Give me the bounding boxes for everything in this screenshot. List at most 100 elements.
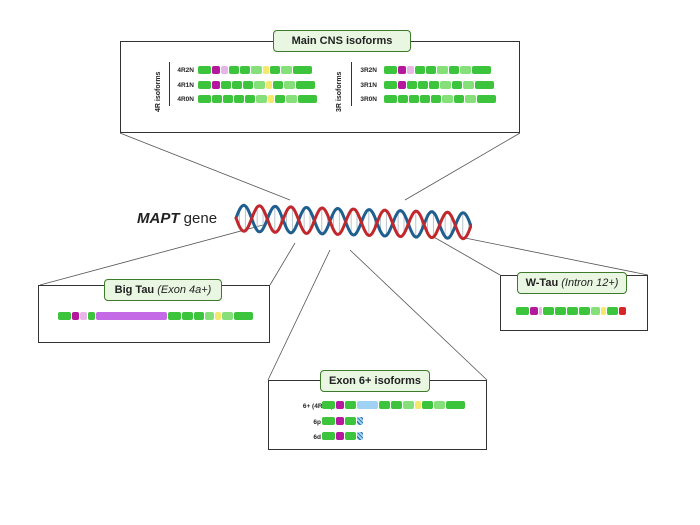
exon-segment (567, 307, 578, 315)
exon-segment (619, 307, 626, 315)
connector-main-right (404, 132, 521, 201)
exon-segment (418, 81, 428, 89)
exon-segment (234, 95, 244, 103)
exon-segment (205, 312, 214, 320)
exon-segment (403, 401, 414, 409)
exon-segment (322, 417, 335, 425)
exon-segment (268, 95, 274, 103)
group-label-4r: 4R isoforms (155, 71, 162, 112)
exon-segment (440, 81, 451, 89)
exon-segment (465, 95, 476, 103)
exon-segment (212, 66, 220, 74)
exon-segment (477, 95, 496, 103)
exon-segment (357, 401, 378, 409)
exon-segment (460, 66, 471, 74)
exon-segment (58, 312, 71, 320)
exon-segment (194, 312, 204, 320)
exon-segment (449, 66, 459, 74)
exon-segment (345, 417, 356, 425)
exon-segment (472, 66, 491, 74)
exon-segment (407, 81, 417, 89)
connector-exon6-right (349, 249, 488, 381)
exon-segment (391, 401, 402, 409)
exon-segment (234, 312, 253, 320)
connector-main-left (119, 132, 291, 201)
exon-segment (431, 95, 441, 103)
exon-segment (256, 95, 267, 103)
isoform-label-4r0n: 4R0N (177, 96, 194, 103)
connector-wtau-left (431, 235, 501, 276)
exon-segment (442, 95, 453, 103)
exon-segment (221, 66, 228, 74)
connector-wtau-right (464, 237, 649, 276)
exon-segment (275, 95, 285, 103)
dna-strand-red (234, 204, 472, 241)
exon-segment (530, 307, 538, 315)
exon-segment (422, 401, 433, 409)
exon-segment (254, 81, 265, 89)
exon-segment (221, 81, 231, 89)
exon-segment (415, 66, 425, 74)
exon-segment (407, 66, 414, 74)
exon-segment (336, 432, 344, 440)
exon-segment (475, 81, 494, 89)
exon-segment (357, 417, 363, 425)
exon-segment (336, 401, 344, 409)
exon-segment (322, 432, 335, 440)
w-tau-title-text: W-Tau (525, 277, 559, 289)
exon-segment (198, 66, 211, 74)
exon-segment (607, 307, 618, 315)
exon-segment (263, 66, 269, 74)
exon-segment (80, 312, 87, 320)
exon-segment (88, 312, 95, 320)
exon-segment (601, 307, 606, 315)
exon-segment (281, 66, 292, 74)
exon-segment (409, 95, 419, 103)
exon-segment (437, 66, 448, 74)
exon-segment (168, 312, 181, 320)
gene-name: MAPT (137, 210, 180, 227)
exon-segment (96, 312, 167, 320)
exon-segment (345, 401, 356, 409)
dna-strand-blue (234, 203, 472, 240)
exon-segment (591, 307, 600, 315)
exon-segment (222, 312, 233, 320)
main-cns-title: Main CNS isoforms (273, 30, 411, 52)
isoform-label-6d: 6d (313, 434, 321, 441)
exon-segment (384, 95, 397, 103)
w-tau-title-note: (Intron 12+) (561, 277, 619, 289)
exon-segment (212, 81, 220, 89)
exon-segment (379, 401, 390, 409)
gene-suffix: gene (179, 210, 218, 227)
exon-segment (336, 417, 344, 425)
dna-helix-icon (234, 203, 472, 241)
exon-segment (345, 432, 356, 440)
exon-segment (182, 312, 193, 320)
exon-segment (223, 95, 233, 103)
exon-segment (286, 95, 297, 103)
exon6-title: Exon 6+ isoforms (320, 370, 430, 392)
isoform-label-6p: 6p (313, 419, 321, 426)
exon-segment (429, 81, 439, 89)
exon-segment (215, 312, 221, 320)
big-tau-title-note: (Exon 4a+) (157, 284, 212, 296)
exon-segment (434, 401, 445, 409)
big-tau-title-text: Big Tau (114, 284, 155, 296)
exon-segment (322, 401, 335, 409)
exon-segment (229, 66, 239, 74)
exon-segment (251, 66, 262, 74)
w-tau-title: W-Tau (Intron 12+) (517, 272, 627, 294)
exon-segment (243, 81, 253, 89)
exon-segment (270, 66, 280, 74)
exon-segment (539, 307, 542, 315)
isoform-label-6plus: 6+ (4R2N) (302, 403, 333, 410)
exon-segment (426, 66, 436, 74)
exon-segment (284, 81, 295, 89)
big-tau-title: Big Tau (Exon 4a+) (104, 279, 222, 301)
isoform-label-4r1n: 4R1N (177, 82, 194, 89)
connector-exon6-left (267, 249, 331, 381)
exon-segment (298, 95, 317, 103)
exon-segment (555, 307, 566, 315)
exon-segment (266, 81, 272, 89)
